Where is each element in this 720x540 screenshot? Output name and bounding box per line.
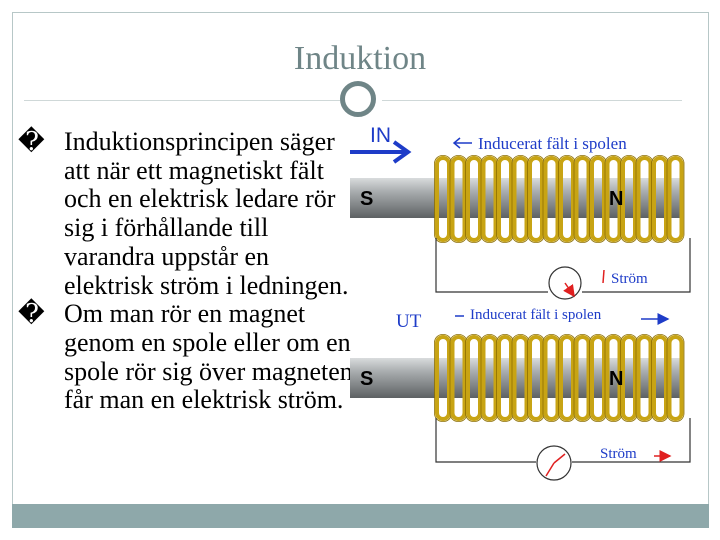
coil-bottom-loop (667, 335, 684, 421)
current-label-bottom: Ström (600, 446, 637, 462)
coil-top-loop (590, 156, 606, 242)
footer-bar (12, 504, 709, 528)
coil-bottom-loop (652, 335, 668, 421)
coil-bottom-loop (636, 335, 653, 421)
circuit-wire-bottom (435, 418, 691, 463)
coil-bottom-loop (528, 335, 544, 421)
magnet-north-bottom: N (609, 368, 623, 390)
coil-top-loop (574, 156, 591, 242)
diagram-top: IN Inducerat fält i spolen S N Ström (350, 124, 691, 300)
ammeter-needle-bottom (545, 462, 555, 477)
coil-bottom-loop (559, 335, 575, 421)
bullet-text-2: Om man rör en magnet genom en spole elle… (64, 299, 353, 415)
circuit-wire-top (435, 238, 691, 293)
induced-field-arrow-top (452, 137, 472, 149)
magnet-north-top: N (609, 188, 623, 210)
coil-top-loop (512, 156, 529, 242)
direction-label-out: UT (396, 311, 422, 332)
coil-top (434, 155, 685, 243)
coil-top-loop (435, 156, 451, 242)
title-rule-right (382, 100, 682, 101)
magnet-south-top: S (360, 188, 373, 210)
ammeter-needle-top (563, 282, 575, 298)
direction-arrow-in (350, 140, 412, 164)
coil-bottom-loop (512, 335, 529, 421)
coil-bottom-loop (590, 335, 606, 421)
coil-bottom-loop (543, 335, 560, 421)
coil-bottom-loop (466, 335, 482, 421)
coil-top-loop (559, 156, 575, 242)
direction-label-in: IN (370, 124, 391, 147)
coil-top-loop (497, 156, 513, 242)
coil-top-loop (636, 156, 653, 242)
coil-top-loop-edge (666, 155, 685, 243)
bullet-marker: � (18, 127, 45, 156)
coil-bottom-loop (435, 335, 451, 421)
coil-bottom-loop (481, 335, 498, 421)
title-ring-ornament (340, 81, 376, 117)
induced-field-label-top: Inducerat fält i spolen (478, 134, 627, 153)
coil-bottom (434, 334, 685, 422)
current-label-top: Ström (611, 271, 648, 287)
coil-top-loop (528, 156, 544, 242)
coil-top-loop (543, 156, 560, 242)
magnet-south-bottom: S (360, 368, 373, 390)
coil-top-loop (481, 156, 498, 242)
bullet-item-2: � Om man rör en magnet genom en spole el… (18, 299, 358, 415)
bullet-item-1: � Induktionsprincipen säger att när ett … (18, 127, 358, 300)
coil-bottom-loop (621, 335, 637, 421)
coil-top-loop (621, 156, 637, 242)
coil-top-loop (466, 156, 482, 242)
induced-field-label-bottom: Inducerat fält i spolen (470, 307, 602, 323)
coil-bottom-loop-edge (666, 334, 685, 422)
coil-top-loop (605, 156, 622, 242)
coil-bottom-loop (450, 335, 467, 421)
coil-top-loop (450, 156, 467, 242)
coil-bottom-loop (574, 335, 591, 421)
bullet-marker: � (18, 299, 45, 329)
diagram-bottom: UT Inducerat fält i spolen S N Ström (350, 307, 691, 481)
coil-bottom-loop (497, 335, 513, 421)
ammeter-needle-bottom-2 (553, 453, 566, 464)
bullet-list: � Induktionsprincipen säger att när ett … (18, 127, 358, 415)
coil-top-loop (652, 156, 668, 242)
coil-bottom-loop (605, 335, 622, 421)
title-rule-left (24, 100, 340, 101)
current-tick-top (602, 269, 605, 284)
bullet-text-1: Induktionsprincipen säger att när ett ma… (64, 127, 349, 300)
coil-top-loop (667, 156, 684, 242)
slide-title: Induktion (293, 40, 427, 77)
